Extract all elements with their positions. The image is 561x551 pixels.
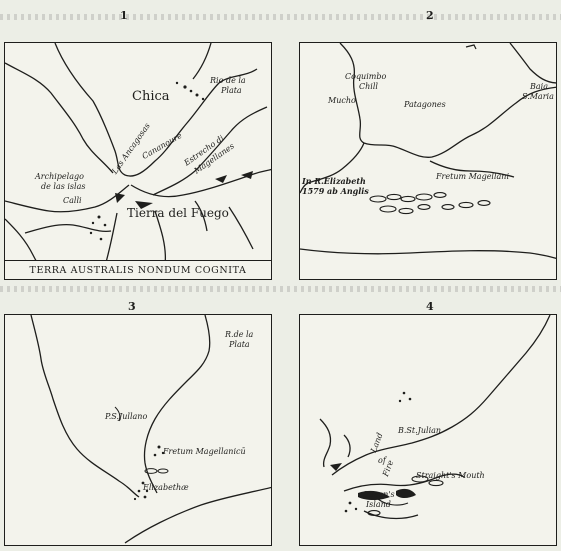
label-chill: Chill	[359, 82, 378, 91]
label-plata: Plata	[229, 340, 250, 349]
label-of: of	[378, 456, 386, 465]
label-patagones: Patagones	[404, 100, 446, 109]
label-queens: Queen's	[362, 490, 395, 499]
label-r-elizabeth: In R.Elizabeth	[302, 176, 366, 186]
map-drawing	[30, 315, 271, 544]
map-panel-3: R.de la Plata P.S.Jullano Fretum Magella…	[4, 314, 272, 546]
label-rio-de-la-plata: Rio de la	[210, 76, 246, 85]
map-panel-2: Coquimbo Chill Mucho Patagones Baia S.Ma…	[299, 42, 557, 280]
panel-number: 3	[128, 300, 136, 313]
label-1579-ab-anglis: 1579 ab Anglis	[302, 186, 369, 196]
label-fretum-magellanicu: Fretum Magellanicū	[163, 447, 246, 456]
label-fretum-magellani: Fretum Magellani	[436, 172, 510, 181]
label-ps-julliano: P.S.Jullano	[105, 412, 148, 421]
map-drawing	[319, 315, 551, 520]
label-rio-de-la-plata-2: Plata	[221, 86, 242, 95]
map-panel-1: Rio de la Plata Chica Las Ancagosas Cana…	[4, 42, 272, 280]
label-straights-mouth: Straight's Mouth	[416, 471, 485, 480]
label-s-maria: S.Maria	[522, 92, 554, 101]
panel-number: 4	[426, 300, 434, 313]
panel-number: 1	[120, 9, 128, 22]
label-tierra-del-fuego: Tierra del Fuego	[127, 206, 229, 220]
map-footer-title: TERRA AUSTRALIS NONDUM COGNITA	[5, 260, 271, 279]
label-coquimbo: Coquimbo	[345, 72, 387, 81]
label-chica: Chica	[132, 89, 170, 104]
label-de-las-islas: de las islas	[41, 182, 86, 191]
label-b-st-julian: B.St.Julian	[398, 426, 442, 435]
bleed-through-top	[0, 14, 561, 20]
label-elizabethae: Elizabethæ	[143, 483, 189, 492]
label-archipelago: Archipelago	[35, 172, 84, 181]
label-mucho: Mucho	[328, 96, 356, 105]
label-island: Island	[366, 500, 391, 509]
map-panel-4: B.St.Julian Land of Fire Straight's Mout…	[299, 314, 557, 546]
label-r-de-la: R.de la	[225, 330, 254, 339]
bleed-through-middle	[0, 286, 561, 292]
map-drawing	[5, 43, 271, 279]
map-drawing	[300, 43, 556, 260]
label-calli: Calli	[63, 196, 82, 205]
panel-number: 2	[426, 9, 434, 22]
label-baia: Baia	[530, 82, 548, 91]
